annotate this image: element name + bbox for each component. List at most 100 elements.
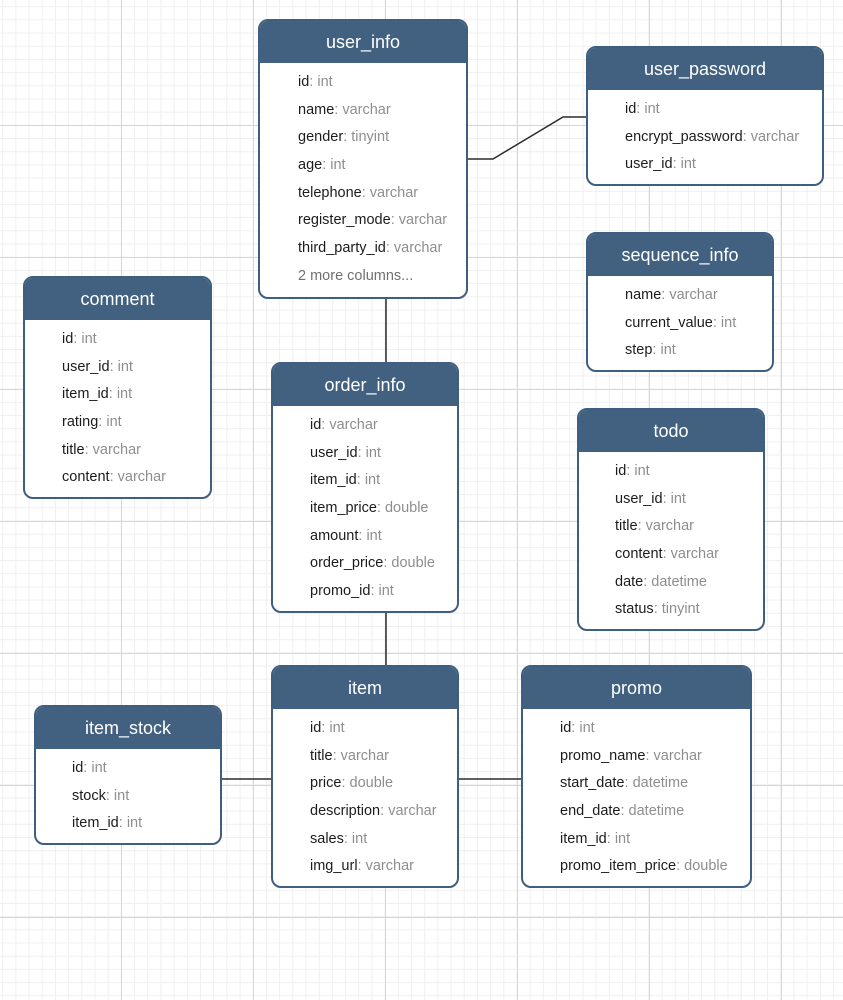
relation-user-info-user-password[interactable]	[467, 116, 587, 160]
column-row[interactable]: user_id: int	[310, 444, 381, 461]
table-promo[interactable]: promo id: int promo_name: varchar start_…	[521, 665, 752, 888]
column-type: int	[660, 342, 676, 359]
column-name: promo_item_price	[560, 858, 677, 875]
table-comment[interactable]: comment id: int user_id: int item_id: in…	[23, 276, 212, 499]
column-row[interactable]: title: varchar	[615, 518, 694, 535]
column-row[interactable]: item_price: double	[310, 500, 429, 517]
column-name: id	[62, 331, 74, 347]
column-row[interactable]: title: varchar	[310, 747, 389, 764]
column-type: tinyint	[661, 601, 700, 618]
column-type: int	[117, 358, 133, 375]
column-type: varchar	[342, 101, 391, 118]
column-name: sales	[310, 830, 344, 847]
table-title: user_info	[260, 21, 466, 63]
column-name: rating	[62, 414, 99, 431]
column-row[interactable]: id: varchar	[310, 417, 378, 433]
column-name: status	[615, 601, 654, 618]
column-name: item_id	[310, 472, 357, 489]
column-row[interactable]: content: varchar	[62, 469, 166, 486]
column-name: register_mode	[298, 212, 391, 229]
column-row[interactable]: order_price: double	[310, 555, 435, 572]
table-sequence-info[interactable]: sequence_info name: varchar current_valu…	[586, 232, 774, 372]
column-type: varchar	[670, 546, 719, 563]
column-row[interactable]: user_id: int	[625, 156, 696, 173]
column-row[interactable]: title: varchar	[62, 441, 141, 458]
column-row[interactable]: promo_item_price: double	[560, 858, 728, 875]
column-row[interactable]: date: datetime	[615, 573, 707, 590]
column-type: varchar	[369, 184, 419, 201]
table-todo[interactable]: todo id: int user_id: int title: varchar…	[577, 408, 765, 631]
column-name: end_date	[560, 803, 621, 820]
column-name: id	[298, 74, 310, 90]
table-title: item_stock	[36, 707, 220, 749]
column-row[interactable]: id: int	[560, 720, 595, 736]
table-user-password[interactable]: user_password id: int encrypt_password: …	[586, 46, 824, 186]
column-row[interactable]: register_mode: varchar	[298, 212, 448, 229]
column-name: item_id	[72, 815, 119, 832]
column-name: gender	[298, 129, 344, 146]
column-row[interactable]: user_id: int	[62, 358, 133, 375]
column-row[interactable]: item_id: int	[72, 815, 143, 832]
column-type: int	[720, 314, 737, 331]
column-row[interactable]: id: int	[298, 74, 333, 90]
column-name: telephone	[298, 184, 362, 201]
column-type: int	[317, 74, 333, 90]
column-type: varchar	[92, 441, 141, 458]
column-name: id	[310, 720, 322, 736]
more-columns-link[interactable]: 2 more columns...	[298, 267, 414, 284]
column-row[interactable]: third_party_id: varchar	[298, 240, 443, 257]
column-row[interactable]: name: varchar	[625, 287, 718, 303]
column-row[interactable]: price: double	[310, 775, 394, 792]
column-row[interactable]: id: int	[615, 463, 650, 479]
column-row[interactable]: start_date: datetime	[560, 775, 689, 792]
table-item[interactable]: item id: int title: varchar price: doubl…	[271, 665, 459, 888]
column-row[interactable]: amount: int	[310, 527, 382, 544]
table-order-info[interactable]: order_info id: varchar user_id: int item…	[271, 362, 459, 613]
column-name: img_url	[310, 858, 358, 875]
column-row[interactable]: user_id: int	[615, 490, 686, 507]
column-type: varchar	[340, 747, 389, 764]
column-row[interactable]: age: int	[298, 157, 346, 174]
column-row[interactable]: sales: int	[310, 830, 368, 847]
column-name: id	[615, 463, 627, 479]
table-item-stock[interactable]: item_stock id: int stock: int item_id: i…	[34, 705, 222, 845]
column-row[interactable]: id: int	[310, 720, 345, 736]
column-row[interactable]: promo_name: varchar	[560, 747, 702, 764]
column-name: promo_name	[560, 747, 646, 764]
column-row[interactable]: current_value: int	[625, 314, 737, 331]
column-name: id	[560, 720, 572, 736]
column-type: double	[391, 555, 435, 572]
column-name: step	[625, 342, 653, 359]
column-row[interactable]: encrypt_password: varchar	[625, 128, 800, 145]
column-row[interactable]: item_id: int	[62, 386, 133, 403]
column-row[interactable]: end_date: datetime	[560, 803, 685, 820]
column-name: encrypt_password	[625, 128, 743, 145]
table-user-info[interactable]: user_info id: int name: varchar gender: …	[258, 19, 468, 299]
column-row[interactable]: id: int	[625, 101, 660, 117]
column-name: stock	[72, 787, 106, 804]
column-row[interactable]: id: int	[72, 760, 107, 776]
column-name: title	[62, 441, 85, 458]
column-name: third_party_id	[298, 240, 386, 257]
column-row[interactable]: stock: int	[72, 787, 130, 804]
column-row[interactable]: status: tinyint	[615, 601, 700, 618]
column-name: name	[625, 287, 662, 303]
column-name: start_date	[560, 775, 625, 792]
column-row[interactable]: rating: int	[62, 414, 122, 431]
column-row[interactable]: img_url: varchar	[310, 858, 414, 875]
column-name: amount	[310, 527, 359, 544]
column-type: datetime	[632, 775, 689, 792]
column-row[interactable]: gender: tinyint	[298, 129, 390, 146]
column-row[interactable]: id: int	[62, 331, 97, 347]
column-row[interactable]: description: varchar	[310, 803, 437, 820]
column-row[interactable]: name: varchar	[298, 101, 391, 118]
column-row[interactable]: step: int	[625, 342, 676, 359]
column-row[interactable]: telephone: varchar	[298, 184, 419, 201]
column-name: id	[72, 760, 84, 776]
column-row[interactable]: item_id: int	[310, 472, 381, 489]
column-row[interactable]: item_id: int	[560, 830, 631, 847]
column-name: order_price	[310, 555, 384, 572]
column-row[interactable]: content: varchar	[615, 546, 719, 563]
column-row[interactable]: promo_id: int	[310, 583, 394, 600]
column-type: int	[614, 830, 631, 847]
